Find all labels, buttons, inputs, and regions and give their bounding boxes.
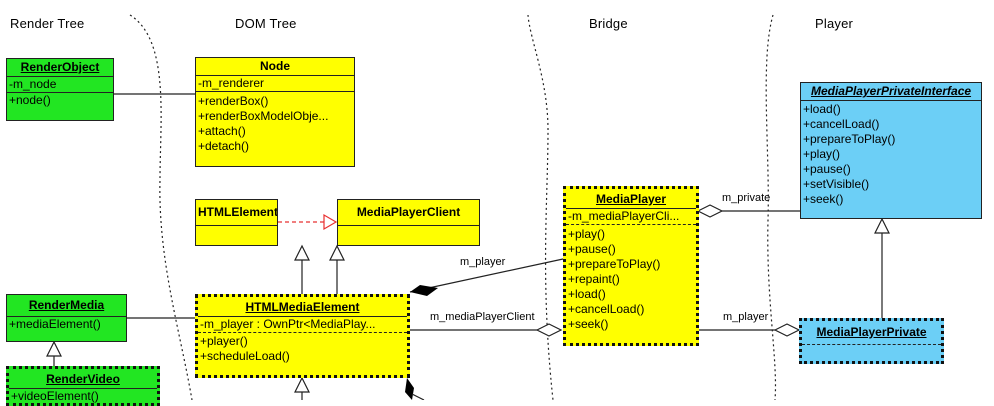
class-name: Node [196,58,354,76]
column-title-player: Player [815,16,854,31]
method: +load() [803,102,841,116]
attributes-section: -m_player : OwnPtr<MediaPlay... [198,317,407,333]
label-m-private: m_private [722,192,771,204]
method: +scheduleLoad() [200,349,290,363]
separator-bridge-player [765,14,777,400]
aggregation-diamond-3 [773,323,801,337]
class-node[interactable]: Node -m_renderer +renderBox() +renderBox… [195,57,355,167]
method: +seek() [803,192,844,206]
class-name: MediaPlayerClient [338,200,479,226]
method: +pause() [568,242,616,256]
separator-dom-bridge [527,14,554,400]
method: +attach() [198,124,246,138]
composition-diamond [410,285,438,296]
method: +play() [568,227,606,241]
generalization-arrowhead-1 [294,244,310,261]
composition-m-player [409,258,564,293]
method: +player() [200,334,248,348]
label-m-mediaplayerclient: m_mediaPlayerClient [430,311,535,323]
method: +seek() [568,317,609,331]
aggregation-diamond-2 [696,204,724,218]
generalization-arrowhead-4 [294,376,310,393]
methods-section: +player() +scheduleLoad() [198,333,407,364]
class-render-video[interactable]: RenderVideo +videoElement() [6,366,160,406]
class-media-player-private[interactable]: MediaPlayerPrivate [799,318,944,364]
class-media-player-private-interface[interactable]: MediaPlayerPrivateInterface +load() +can… [800,82,982,219]
column-title-bridge: Bridge [589,16,628,31]
methods-section: +videoElement() [9,389,157,404]
class-render-object[interactable]: RenderObject -m_node +node() [6,58,114,121]
generalization-arrowhead-2 [329,244,345,261]
method: +videoElement() [11,389,99,403]
attributes-section: -m_mediaPlayerCli... [566,209,696,225]
method: +renderBoxModelObje... [198,109,329,123]
realization-arrowhead [323,213,338,231]
label-m-player-bridge: m_player [723,311,769,323]
class-name: MediaPlayerPrivate [802,321,941,345]
column-title-render-tree: Render Tree [10,16,85,31]
class-media-player[interactable]: MediaPlayer -m_mediaPlayerCli... +play()… [563,186,699,346]
class-name: RenderMedia [7,295,126,317]
attribute: -m_renderer [198,76,265,90]
method: +cancelLoad() [568,302,645,316]
separator-render-dom [129,14,193,400]
method: +setVisible() [803,177,870,191]
attribute: -m_mediaPlayerCli... [568,209,680,223]
method: +node() [9,93,51,107]
class-name: HTMLElement [196,200,277,226]
class-name: MediaPlayerPrivateInterface [801,83,981,101]
class-name: RenderObject [7,59,113,77]
aggregation-diamond-1 [535,323,563,337]
class-name: HTMLMediaElement [198,297,407,317]
methods-section: +load() +cancelLoad() +prepareToPlay() +… [801,101,981,207]
class-name: MediaPlayer [566,189,696,209]
method: +load() [568,287,606,301]
label-m-player: m_player [460,256,506,268]
generalization-arrowhead-3 [46,340,62,357]
class-name: RenderVideo [9,369,157,389]
method: +mediaElement() [9,317,101,331]
method: +cancelLoad() [803,117,880,131]
generalization-arrowhead-5 [874,217,890,234]
class-html-element[interactable]: HTMLElement [195,199,278,246]
column-title-dom-tree: DOM Tree [235,16,297,31]
method: +play() [803,147,841,161]
methods-section: +renderBox() +renderBoxModelObje... +att… [196,92,354,154]
class-media-player-client[interactable]: MediaPlayerClient [337,199,480,246]
attribute: -m_player : OwnPtr<MediaPlay... [200,317,376,331]
methods-section: +node() [7,93,113,108]
method: +repaint() [568,272,620,286]
method: +prepareToPlay() [568,257,661,271]
attributes-section: -m_node [7,77,113,93]
method: +renderBox() [198,94,269,108]
methods-section: +play() +pause() +prepareToPlay() +repai… [566,225,696,332]
method: +prepareToPlay() [803,132,896,146]
attributes-section: -m_renderer [196,76,354,92]
composition-diamond-bottom [405,378,414,400]
methods-section: +mediaElement() [7,317,126,332]
class-render-media[interactable]: RenderMedia +mediaElement() [6,294,127,342]
class-html-media-element[interactable]: HTMLMediaElement -m_player : OwnPtr<Medi… [195,294,410,378]
method: +pause() [803,162,851,176]
method: +detach() [198,139,250,153]
attribute: -m_node [9,77,57,91]
